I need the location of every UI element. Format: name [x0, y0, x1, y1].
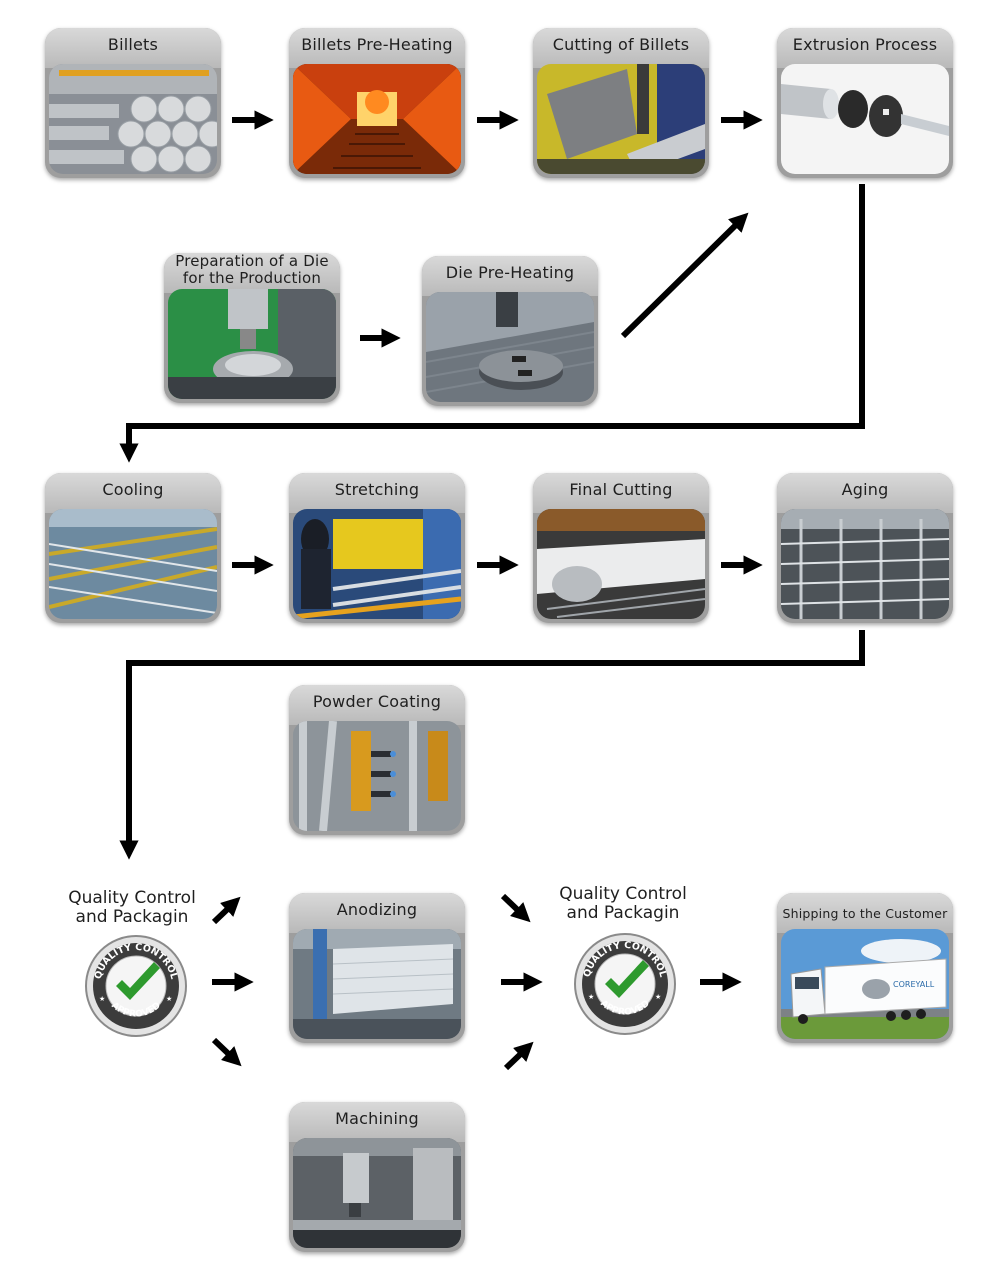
step-anodizing: Anodizing [289, 893, 465, 1043]
step-billets: Billets [45, 28, 221, 178]
step-title: Stretching [334, 480, 420, 499]
billets-photo [49, 64, 217, 174]
qc-approved-badge-right: QUALITY CONTROL APPROVED ★ ★ [573, 932, 677, 1036]
step-title: Powder Coating [312, 692, 442, 711]
svg-text:★: ★ [166, 995, 172, 1003]
step-title: Anodizing [336, 900, 418, 919]
extrusion-die-photo [781, 64, 949, 174]
furnace-photo [293, 64, 461, 174]
qc-label-left: Quality Control and Packagin [68, 888, 196, 927]
arrow-machining-to-qc2 [503, 1041, 534, 1071]
step-title: Final Cutting [569, 480, 673, 499]
step-title: Billets [107, 35, 159, 54]
step-powder-coating: Powder Coating [289, 685, 465, 835]
arrow-powder-to-qc2 [500, 893, 531, 923]
step-die-preheating: Die Pre-Heating [422, 256, 598, 406]
final-saw-photo [537, 509, 705, 619]
svg-text:★: ★ [655, 993, 661, 1001]
cnc-machining-photo [293, 1138, 461, 1248]
connector-extrusion-to-cooling [119, 184, 865, 463]
step-title: Cooling [102, 480, 164, 499]
step-title: Aging [841, 480, 889, 499]
die-oven-photo [426, 292, 594, 402]
step-cooling: Cooling [45, 473, 221, 623]
powder-coating-photo [293, 721, 461, 831]
billet-saw-photo [537, 64, 705, 174]
step-shipping: Shipping to the Customer COREYALL [777, 893, 953, 1043]
step-title: Machining [335, 1109, 419, 1128]
step-title: Extrusion Process [792, 35, 938, 54]
step-title: Preparation of a Die for the Production [175, 253, 329, 287]
svg-text:★: ★ [588, 993, 594, 1001]
check-icon [605, 960, 649, 998]
die-machining-photo [168, 289, 336, 399]
step-title: Cutting of Billets [552, 35, 690, 54]
anodizing-photo [293, 929, 461, 1039]
step-extrusion: Extrusion Process [777, 28, 953, 178]
qc-approved-badge-left: QUALITY CONTROL APPROVED ★ ★ [84, 934, 188, 1038]
step-aging: Aging [777, 473, 953, 623]
arrow-qc-to-powder [211, 896, 241, 925]
step-machining: Machining [289, 1102, 465, 1252]
truck-logo-text: COREYALL [893, 980, 935, 989]
step-title: Die Pre-Heating [445, 263, 575, 282]
check-icon [116, 962, 160, 1000]
step-title: Billets Pre-Heating [301, 35, 453, 54]
arrow-die-to-extrusion [620, 212, 749, 339]
step-title: Shipping to the Customer [782, 906, 948, 921]
step-billets-preheating: Billets Pre-Heating [289, 28, 465, 178]
cooling-table-photo [49, 509, 217, 619]
step-stretching: Stretching [289, 473, 465, 623]
step-cutting-billets: Cutting of Billets [533, 28, 709, 178]
aging-rack-photo [781, 509, 949, 619]
stretcher-photo [293, 509, 461, 619]
step-final-cutting: Final Cutting [533, 473, 709, 623]
arrow-qc-to-machining [211, 1037, 242, 1067]
step-die-preparation: Preparation of a Die for the Production [164, 253, 340, 403]
qc-label-right: Quality Control and Packagin [559, 884, 687, 923]
truck-photo: COREYALL [781, 929, 949, 1039]
svg-text:★: ★ [99, 995, 105, 1003]
connector-aging-to-qc [119, 630, 865, 860]
